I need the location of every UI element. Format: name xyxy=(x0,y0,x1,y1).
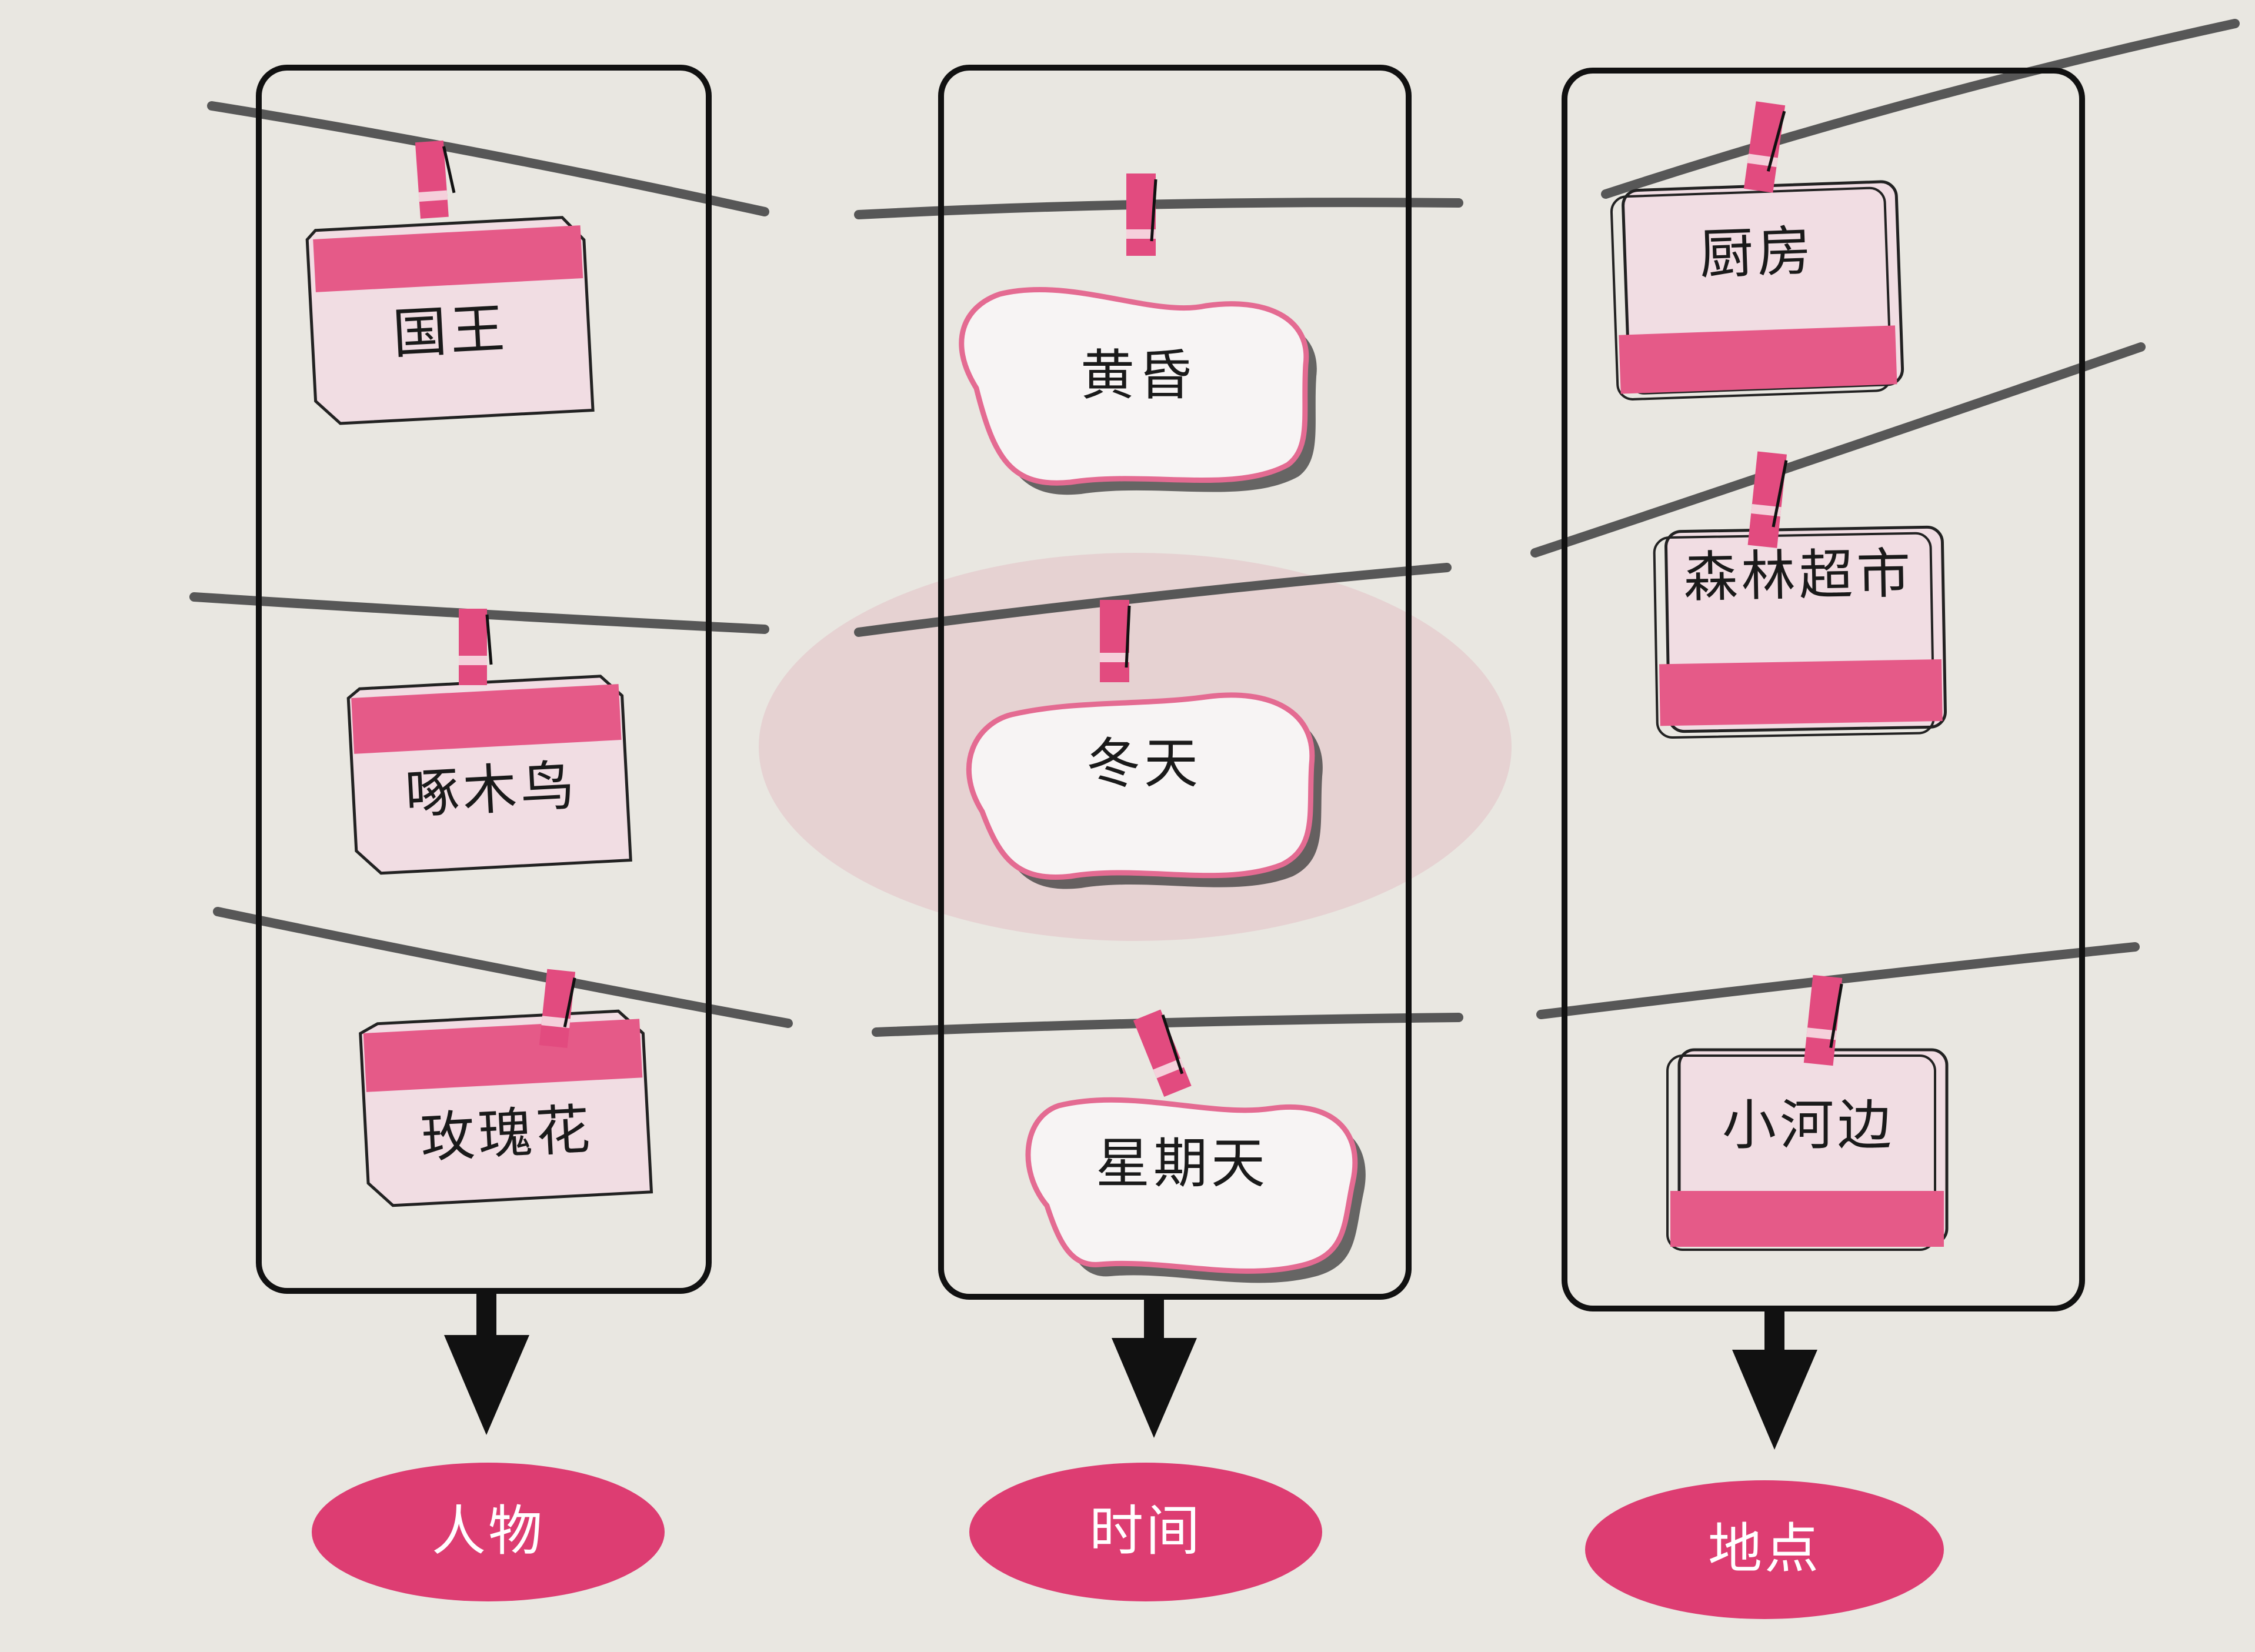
rope xyxy=(1536,942,2140,1019)
down-arrow xyxy=(444,1288,529,1435)
clothespin xyxy=(1100,600,1131,682)
category-label: 地点 xyxy=(1708,1517,1821,1580)
category-oval-characters: 人物 xyxy=(312,1463,665,1601)
clothespin xyxy=(1743,101,1786,193)
time-card: 冬天 xyxy=(966,692,1323,889)
character-card: 啄木鸟 xyxy=(346,675,632,875)
place-card: 厨房 xyxy=(1610,180,1904,401)
clothespin xyxy=(1803,974,1843,1066)
category-oval-places: 地点 xyxy=(1585,1480,1944,1619)
down-arrow xyxy=(1732,1306,1817,1450)
character-card: 国王 xyxy=(305,216,595,425)
card-label: 厨房 xyxy=(1699,219,1816,286)
card-label: 森林超市 xyxy=(1683,542,1914,609)
card-label: 星期天 xyxy=(1096,1132,1269,1195)
category-label: 人物 xyxy=(432,1500,545,1563)
column-frame xyxy=(938,65,1412,1300)
rope xyxy=(872,1013,1463,1037)
clothespin xyxy=(1133,1009,1192,1097)
place-card: 小河边 xyxy=(1666,1048,1949,1251)
clothespin xyxy=(1747,451,1788,548)
down-arrow xyxy=(1112,1294,1197,1438)
rope xyxy=(1530,342,2146,558)
place-card: 森林超市 xyxy=(1653,525,1947,739)
clothespin xyxy=(1126,173,1157,256)
category-label: 时间 xyxy=(1089,1500,1202,1563)
card-label: 小河边 xyxy=(1722,1094,1895,1157)
clothespin xyxy=(415,140,456,219)
card-label: 玫瑰花 xyxy=(419,1098,595,1170)
column-time: 黄昏 冬天 星期天 xyxy=(938,65,1412,1601)
rope xyxy=(213,907,793,1028)
clothespin xyxy=(539,969,576,1048)
column-frame xyxy=(1562,68,2085,1311)
card-label: 啄木鸟 xyxy=(403,754,579,826)
category-oval-time: 时间 xyxy=(969,1463,1322,1601)
rope xyxy=(1601,19,2240,199)
card-label: 冬天 xyxy=(1086,732,1202,795)
character-card: 玫瑰花 xyxy=(359,1009,653,1207)
card-label: 国王 xyxy=(391,297,509,366)
rope xyxy=(854,198,1463,219)
clothespin xyxy=(459,609,493,685)
column-places: 厨房 森林超市 小河边 xyxy=(1562,68,2085,1619)
time-card: 黄昏 xyxy=(959,286,1317,495)
card-label: 黄昏 xyxy=(1080,344,1196,407)
column-characters: 国王 啄木鸟 玫瑰花 xyxy=(256,65,712,1601)
rope xyxy=(207,101,769,216)
time-card: 星期天 xyxy=(1025,1097,1366,1283)
